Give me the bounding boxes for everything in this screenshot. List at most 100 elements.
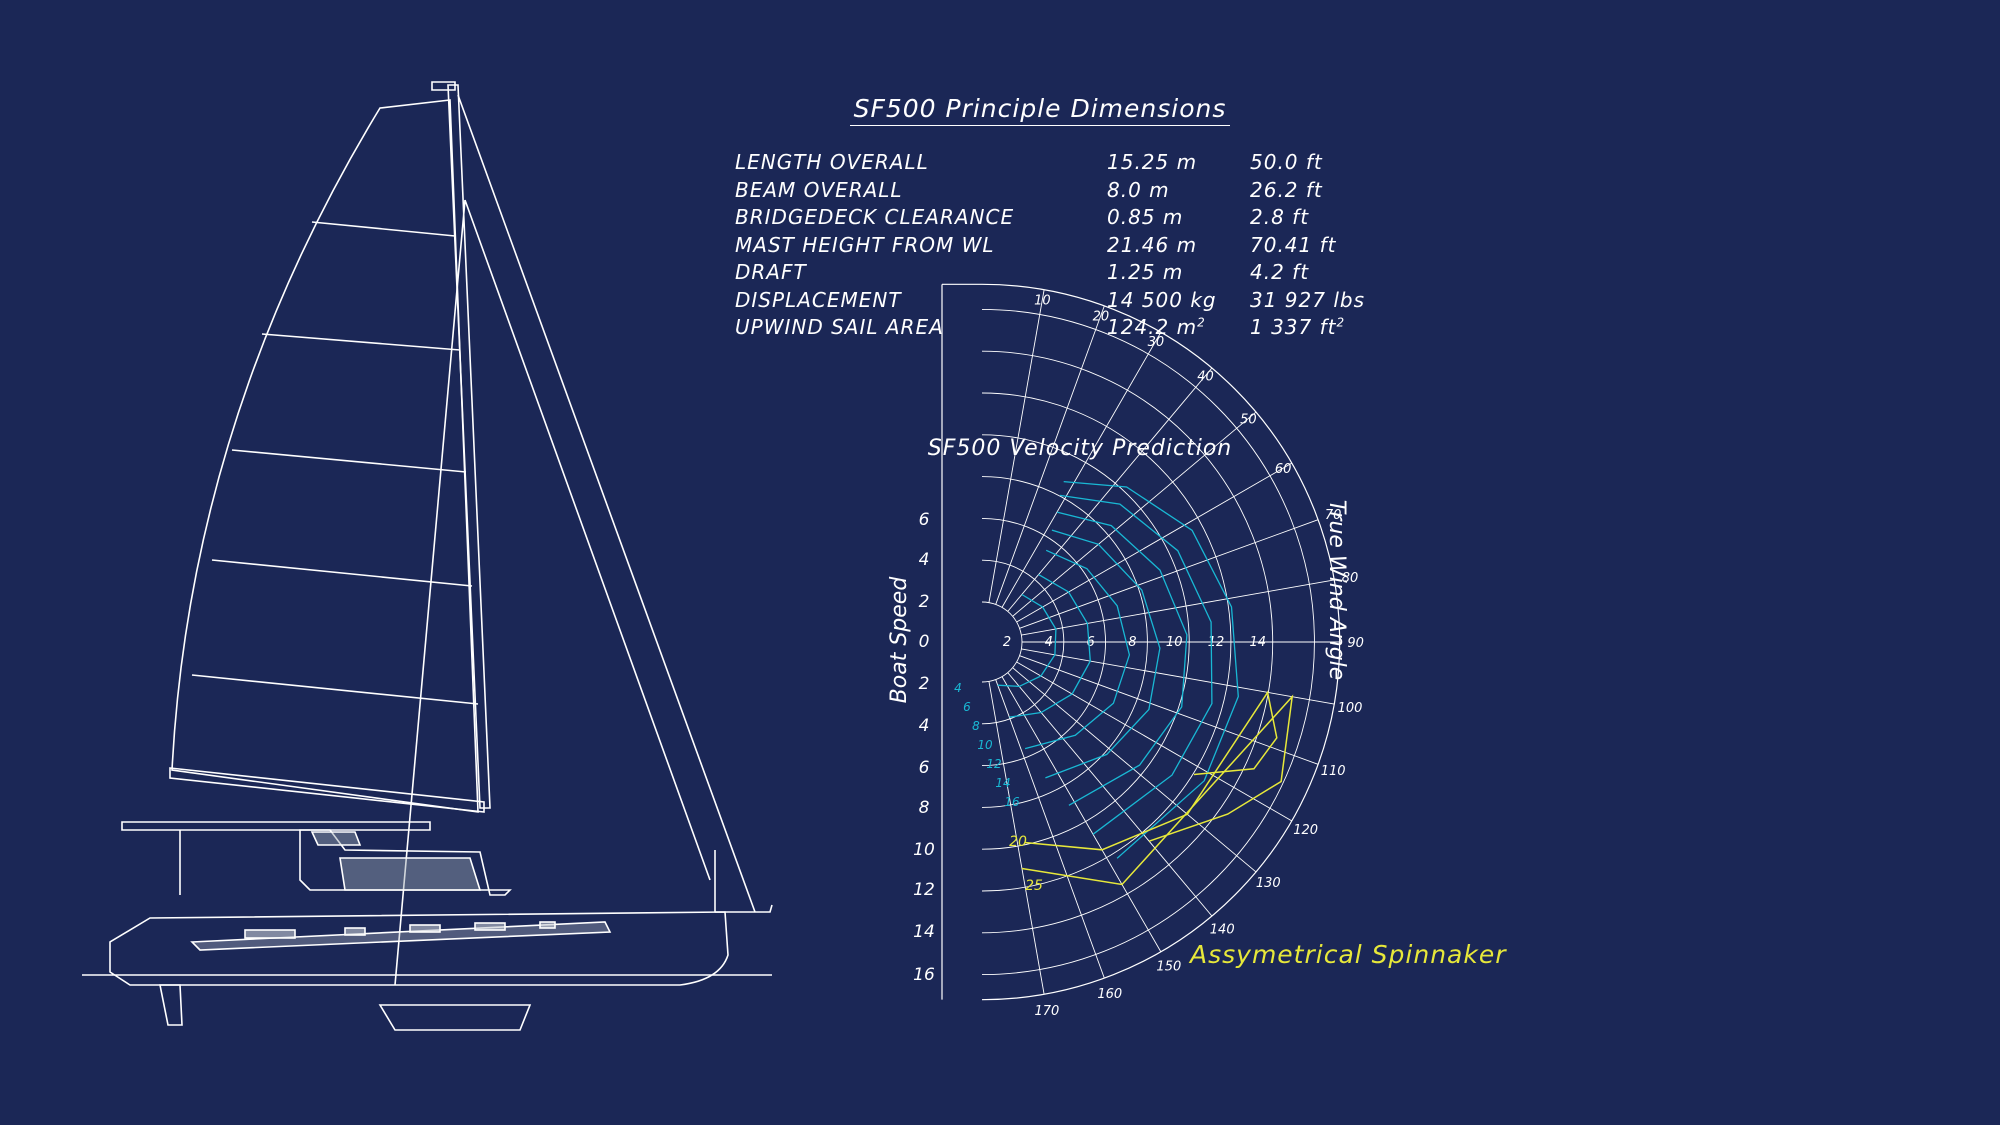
dimension-imperial-cell: 26.2 ft bbox=[1250, 178, 1323, 202]
mast-head bbox=[431, 81, 456, 91]
wind-speed-label: 6 bbox=[963, 700, 971, 714]
dimension-imperial: 70.41 ft bbox=[1250, 232, 1337, 257]
wind-speed-curve bbox=[997, 593, 1057, 688]
dimension-label: UPWIND SAIL AREA bbox=[735, 315, 944, 339]
dimension-imperial: 31 927 lbs bbox=[1250, 287, 1366, 312]
wind-speed-curve bbox=[1024, 549, 1131, 750]
dimension-metric: 1.25 m bbox=[1107, 260, 1184, 284]
hull-window bbox=[344, 927, 366, 936]
boat-speed-tick: 0 bbox=[919, 632, 930, 652]
angle-label: 130 bbox=[1256, 876, 1281, 891]
hardtop bbox=[121, 821, 431, 831]
grid-spoke bbox=[1001, 332, 1162, 608]
center-tick: 8 bbox=[1128, 635, 1136, 650]
angle-label: 160 bbox=[1097, 987, 1122, 1002]
wind-speed-curve bbox=[1063, 480, 1239, 859]
dimension-metric-cell: 0.85 m bbox=[1107, 205, 1183, 229]
spinnaker-wind-label: 20 bbox=[1009, 834, 1027, 850]
angle-label: 60 bbox=[1275, 462, 1292, 477]
grid-spoke bbox=[1019, 655, 1319, 765]
dimension-imperial-cell: 50.0 ft bbox=[1250, 150, 1323, 174]
angle-label: 90 bbox=[1347, 636, 1364, 651]
grid-spoke bbox=[988, 681, 1045, 995]
hull-window bbox=[539, 921, 556, 929]
center-tick: 2 bbox=[1003, 635, 1011, 650]
angle-label: 70 bbox=[1325, 508, 1342, 523]
mainsail bbox=[171, 99, 479, 813]
angle-label: 50 bbox=[1240, 413, 1257, 428]
wind-speed-curve bbox=[1009, 574, 1091, 718]
grid-spoke bbox=[1012, 411, 1257, 617]
grid-spoke bbox=[1021, 648, 1335, 705]
center-tick: 4 bbox=[1045, 635, 1053, 650]
dimension-metric: 0.85 m bbox=[1107, 205, 1184, 229]
dimension-metric: 21.46 m bbox=[1107, 232, 1198, 257]
dimension-label: LENGTH OVERALL bbox=[735, 150, 929, 174]
boat-speed-tick: 14 bbox=[913, 922, 935, 942]
wind-speed-label: 16 bbox=[1004, 795, 1020, 809]
spinnaker-curve bbox=[1024, 690, 1278, 851]
boat-speed-tick: 12 bbox=[913, 880, 935, 900]
spinnaker-wind-label: 25 bbox=[1025, 878, 1043, 894]
angle-label: 150 bbox=[1156, 960, 1181, 975]
forestay bbox=[457, 94, 756, 913]
wind-speed-label: 10 bbox=[977, 738, 993, 752]
boat-speed-axis-label: Boat Speed bbox=[887, 576, 912, 704]
dimension-label: BEAM OVERALL bbox=[735, 177, 903, 202]
batten bbox=[231, 449, 467, 473]
superscript: 2 bbox=[1336, 315, 1346, 330]
wind-speed-label: 8 bbox=[972, 719, 980, 733]
true-wind-angle-axis-label: True Wind Angle bbox=[1324, 500, 1349, 681]
dimension-imperial-cell: 2.8 ft bbox=[1250, 205, 1309, 229]
dimension-imperial-cell: 70.41 ft bbox=[1250, 233, 1337, 257]
dimension-metric-cell: 15.25 m bbox=[1107, 150, 1197, 174]
dimension-metric: 14 500 kg bbox=[1107, 287, 1217, 312]
jib-sheet bbox=[394, 199, 466, 986]
grid-spoke bbox=[1021, 579, 1335, 636]
angle-label: 110 bbox=[1321, 764, 1346, 779]
forestay-2 bbox=[464, 199, 711, 881]
vpp-title: SF500 Velocity Prediction bbox=[927, 436, 1233, 461]
boom bbox=[169, 767, 485, 813]
boat-speed-tick: 2 bbox=[919, 592, 930, 612]
wind-speed-label: 4 bbox=[954, 681, 962, 695]
hull-window bbox=[244, 929, 296, 939]
dimension-imperial: 50.0 ft bbox=[1250, 150, 1323, 174]
dimension-imperial: 4.2 ft bbox=[1250, 260, 1310, 284]
dimension-imperial: 1 337 ft bbox=[1250, 315, 1337, 339]
dimension-label: BRIDGEDECK CLEARANCE bbox=[735, 205, 1015, 229]
center-tick: 14 bbox=[1250, 635, 1267, 650]
bow-sprit bbox=[715, 904, 773, 913]
wind-speed-label: 12 bbox=[986, 757, 1001, 771]
angle-label: 140 bbox=[1210, 922, 1235, 937]
dimension-imperial-cell: 4.2 ft bbox=[1250, 260, 1309, 284]
keel bbox=[378, 1004, 532, 1031]
dimension-metric: 15.25 m bbox=[1107, 150, 1198, 174]
center-tick: 12 bbox=[1208, 635, 1225, 650]
angle-label: 100 bbox=[1338, 701, 1363, 716]
angle-label: 80 bbox=[1342, 571, 1359, 586]
spinnaker-label: Assymetrical Spinnaker bbox=[1190, 940, 1507, 969]
wind-speed-curve bbox=[1045, 529, 1161, 779]
batten bbox=[191, 674, 479, 705]
angle-label: 170 bbox=[1034, 1004, 1059, 1019]
dimension-imperial-cell: 31 927 lbs bbox=[1250, 288, 1365, 312]
batten bbox=[211, 559, 473, 587]
hull-window bbox=[409, 924, 441, 933]
wind-speed-curve bbox=[1059, 494, 1213, 835]
dimension-imperial: 2.8 ft bbox=[1250, 205, 1310, 229]
dimension-imperial-cell: 1 337 ft2 bbox=[1250, 315, 1345, 339]
superscript: 2 bbox=[1197, 315, 1206, 330]
hull-window bbox=[474, 922, 506, 931]
dimension-metric: 8.0 m bbox=[1107, 177, 1170, 202]
dimension-label: DISPLACEMENT bbox=[735, 287, 902, 312]
angle-label: 20 bbox=[1093, 309, 1110, 324]
grid-spoke bbox=[1001, 676, 1162, 952]
angle-label: 30 bbox=[1148, 335, 1165, 350]
boat-speed-tick: 16 bbox=[913, 965, 935, 985]
dimension-metric-cell: 21.46 m bbox=[1107, 233, 1197, 257]
grid-spoke bbox=[988, 289, 1045, 603]
boat-speed-tick: 10 bbox=[913, 840, 935, 860]
wind-speed-curve bbox=[1056, 511, 1188, 806]
